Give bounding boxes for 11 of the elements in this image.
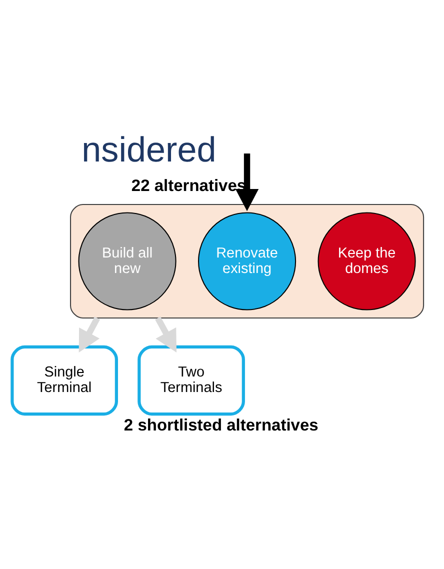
arrow: [155, 316, 177, 352]
node-circle: Keep the domes: [318, 212, 416, 310]
caption: 2 shortlisted alternatives: [124, 416, 318, 434]
arrow: [235, 152, 259, 211]
arrow: [78, 316, 100, 352]
node-box: Single Terminal: [10, 344, 118, 416]
node-box: Two Terminals: [138, 344, 245, 416]
diagram-title: nsidered: [82, 130, 216, 169]
cluster: [70, 203, 424, 318]
node-circle: Renovate existing: [198, 212, 296, 310]
node-circle: Build all new: [78, 212, 176, 310]
